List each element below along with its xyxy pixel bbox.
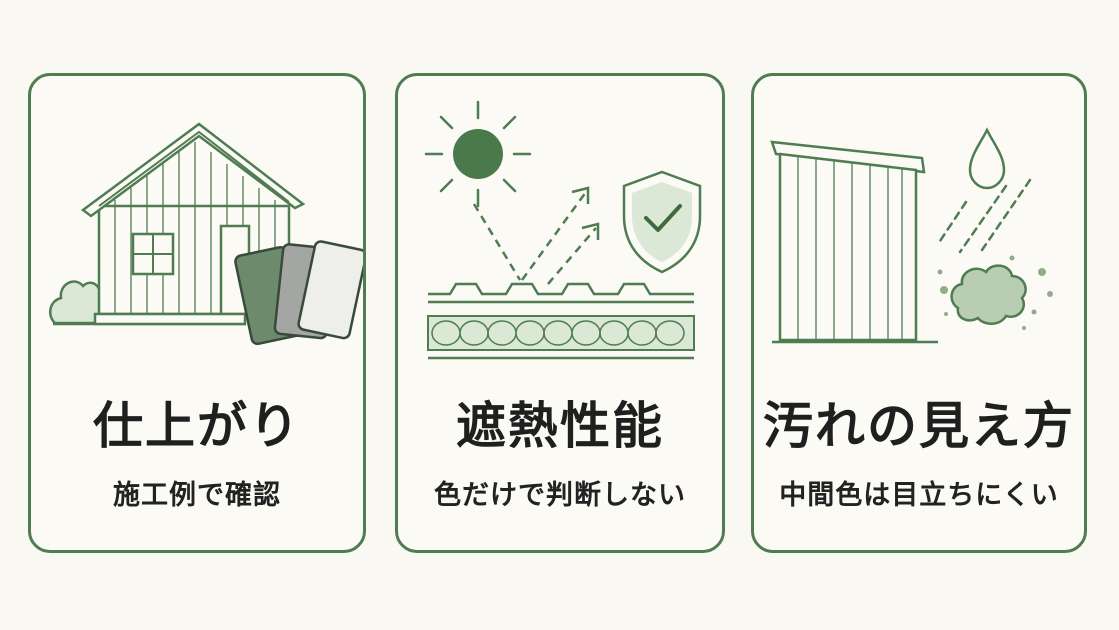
card-title: 仕上がり [93,397,301,455]
card-subtitle: 色だけで判断しない [434,480,686,511]
finish-card: 仕上がり 施工例で確認 [28,73,366,553]
heat-shield-card: 遮熱性能 色だけで判断しない [395,73,725,553]
shed-wall-rain-dirt-icon [770,127,1053,344]
card-subtitle: 施工例で確認 [113,480,281,511]
dirt-visibility-card: 汚れの見え方 中間色は目立ちにくい [751,73,1087,553]
sun-reflection-roof-shield-icon [424,100,702,360]
card-title: 遮熱性能 [456,397,664,455]
card-subtitle: 中間色は目立ちにくい [779,480,1059,511]
card-title: 汚れの見え方 [763,397,1075,455]
house-with-color-samples-icon [48,122,363,346]
